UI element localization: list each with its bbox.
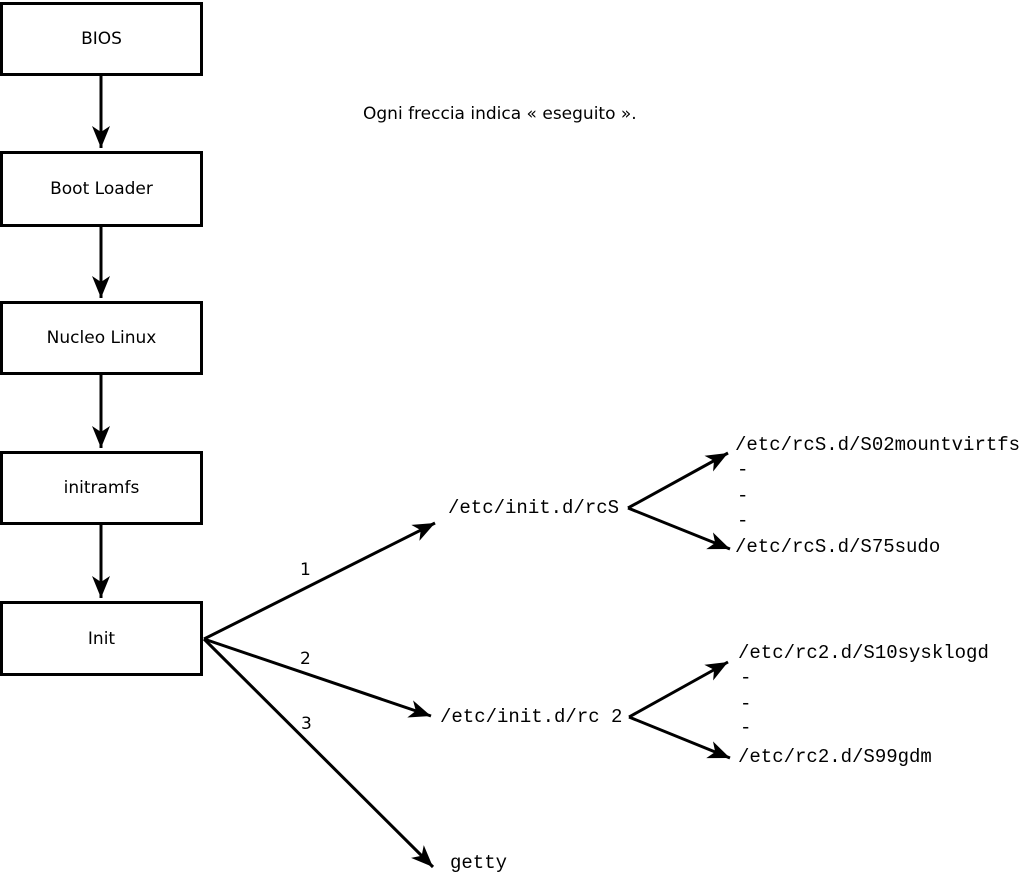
branch-2-number: 2	[300, 649, 311, 669]
node-init: Init	[0, 601, 203, 676]
node-nucleo-linux-label: Nucleo Linux	[46, 328, 157, 348]
node-initramfs-label: initramfs	[63, 478, 140, 498]
arrow-rc2-to-last-script	[628, 715, 731, 760]
rcs-ellipsis-dash: -	[737, 485, 749, 507]
rc2-ellipsis-dash: -	[740, 667, 752, 689]
node-bios: BIOS	[0, 2, 203, 76]
rcs-ellipsis-dash: -	[737, 510, 749, 532]
arrow-init-to-rc2	[203, 637, 432, 718]
rc2-ellipsis-dash: -	[740, 693, 752, 715]
branch-3-number: 3	[301, 714, 312, 734]
rcs-ellipsis-dash: -	[737, 459, 749, 481]
node-initramfs: initramfs	[0, 451, 203, 525]
arrow-init-to-rcs	[203, 521, 436, 641]
script-init-d-rc2: /etc/init.d/rc 2	[440, 706, 623, 728]
branch-1-number: 1	[300, 560, 311, 580]
script-rc2-last: /etc/rc2.d/S99gdm	[738, 746, 932, 768]
node-boot-loader-label: Boot Loader	[50, 179, 153, 199]
script-rcs-first: /etc/rcS.d/S02mountvirtfs	[735, 434, 1021, 456]
script-getty: getty	[450, 852, 508, 874]
script-init-d-rcs: /etc/init.d/rcS	[448, 497, 620, 519]
arrow-rcs-to-first-script	[627, 451, 729, 510]
script-rc2-first: /etc/rc2.d/S10sysklogd	[738, 642, 989, 664]
arrow-rc2-to-first-script	[628, 660, 729, 719]
node-nucleo-linux: Nucleo Linux	[0, 301, 203, 375]
arrow-init-to-getty	[202, 637, 435, 869]
arrow-rcs-to-last-script	[627, 506, 731, 551]
diagram-caption: Ogni freccia indica « eseguito ».	[363, 104, 637, 124]
script-rcs-last: /etc/rcS.d/S75sudo	[735, 536, 941, 558]
node-init-label: Init	[87, 628, 116, 649]
rc2-ellipsis-dash: -	[740, 717, 752, 739]
node-bios-label: BIOS	[81, 29, 122, 49]
node-boot-loader: Boot Loader	[0, 151, 203, 227]
